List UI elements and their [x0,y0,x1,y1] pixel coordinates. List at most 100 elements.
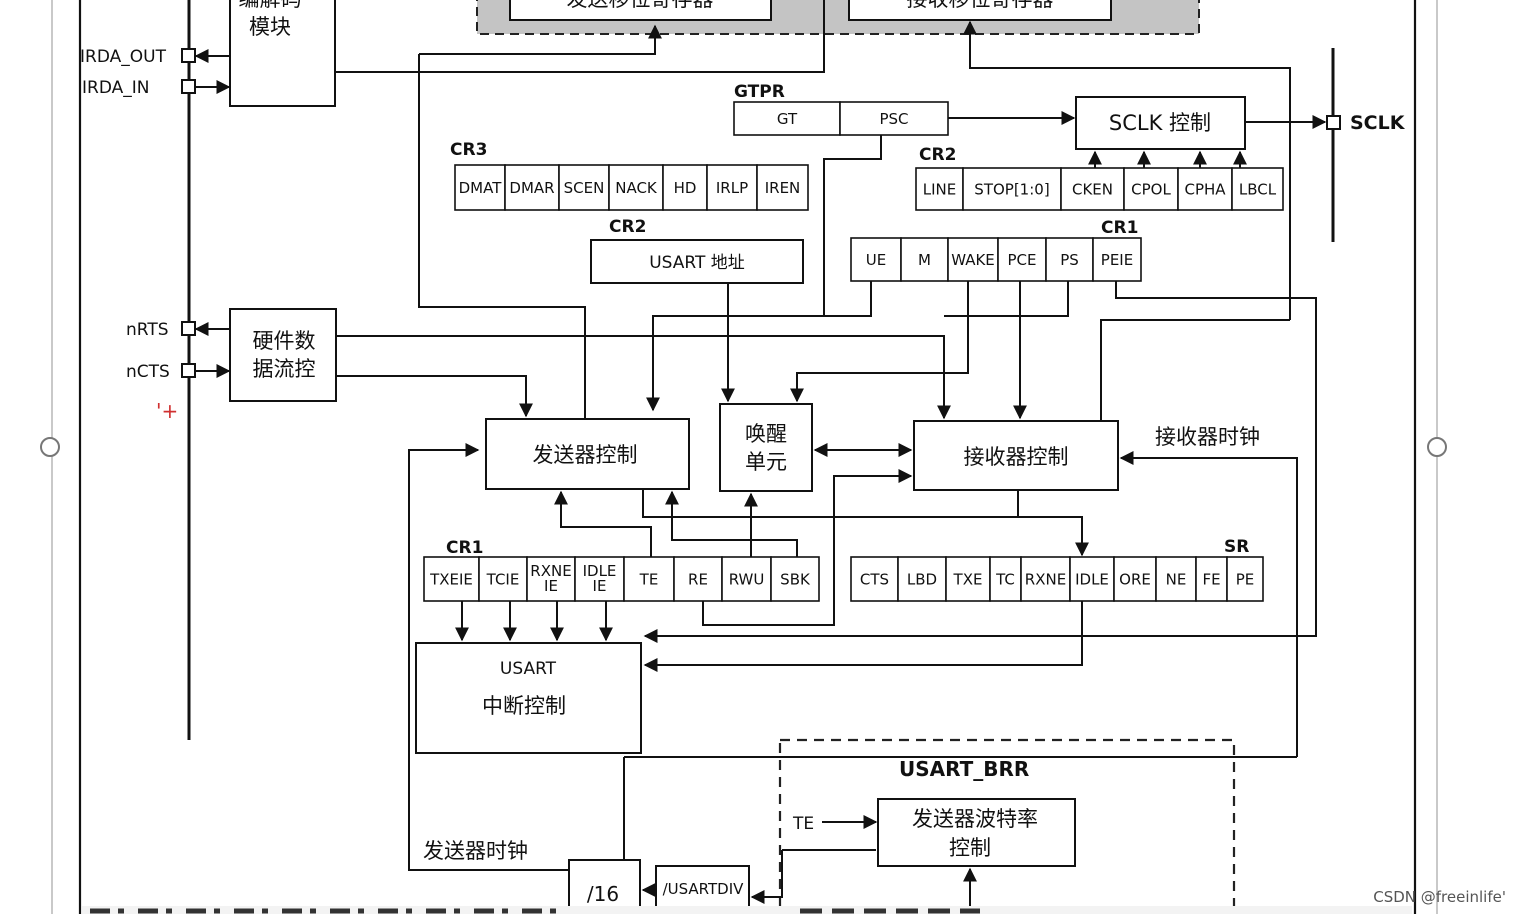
gtpr-cell [839,101,949,136]
cr3-bit-label: DMAT [459,179,503,197]
tx-baud-label-1: 发送器波特率 [912,807,1038,831]
cr1-bottom-cell [673,556,723,602]
tx-baud-control-box [877,798,1076,867]
wakeup-label-2: 单元 [745,450,787,474]
rx-shift-register-box [848,0,1112,21]
sr-cell [897,556,947,602]
cr1-bottom-cell [423,556,480,602]
cr1-bottom-cell [526,556,576,602]
cr1-top-label: CR1 [1101,218,1138,238]
wakeup-unit-box [719,403,813,492]
usartdiv-label: /USARTDIV [663,880,745,898]
cr2-bit-label: STOP[1:0] [974,180,1049,198]
left-resize-handle[interactable] [40,437,60,457]
cr3-bit-label: IREN [765,179,801,197]
codec-label-bottom: 模块 [249,15,291,39]
codec-label-top: 编解码 [239,0,302,11]
cr1-top-bit-label: PS [1060,251,1079,269]
sr-cell [1155,556,1197,602]
cr3-bit-label: DMAR [509,179,554,197]
cr2-address-label: CR2 [609,217,646,237]
cr2-cell [962,167,1062,211]
sr-label: SR [1224,537,1249,557]
usart-address-label: USART 地址 [649,253,745,273]
cr3-cell [608,164,664,211]
cr2-label: CR2 [919,145,956,165]
sr-bit-label: CTS [860,570,889,588]
sclk-label: SCLK [1350,112,1406,134]
cr3-bit-label: NACK [615,179,658,197]
sr-cell [1113,556,1157,602]
cr2-cell [1060,167,1125,211]
sr-bit-label: LBD [907,570,937,588]
interrupt-label: 中断控制 [482,694,566,718]
tx-baud-label-2: 控制 [949,836,991,860]
sclk-control-box [1075,96,1246,150]
page-frame [40,0,1447,914]
sr-bit-label: TXE [953,570,983,588]
tx-control-label: 发送器控制 [533,443,638,467]
red-plus-mark: '+ [156,399,178,423]
usart-address-box [590,239,804,284]
cr2-cell [1231,167,1284,211]
cr1-bottom-bit-label: SBK [780,570,811,588]
cr2-cell [1123,167,1179,211]
cr2-bit-label: CPOL [1131,180,1171,198]
bottom-cutoff-strip [82,906,1412,914]
te-input-label: TE [792,814,814,834]
shift-register-region: 发送移位寄存器 接收移位寄存器 [476,0,1200,35]
cr1-bottom-bit-label: RE [688,570,708,588]
right-resize-handle[interactable] [1427,437,1447,457]
cr1-bottom-cell [574,556,625,602]
cr3-cell [504,164,560,211]
nrts-label: nRTS [126,320,169,340]
cr1-top-bit-label: UE [866,251,886,269]
irda-in-label: IRDA_IN [82,78,149,98]
irda-out-label: IRDA_OUT [80,47,167,67]
sr-cell [1226,556,1264,602]
cr2-bit-label: CKEN [1072,180,1113,198]
ncts-label: nCTS [126,362,170,382]
cr3-cell [706,164,758,211]
rx-clock-label: 接收器时钟 [1155,425,1260,449]
sr-cell [945,556,991,602]
sr-cell [1020,556,1071,602]
sr-bit-label: IDLE [1075,570,1109,588]
rx-control-label: 接收器控制 [964,445,1069,469]
ncts-pin [181,363,196,378]
cr1-bottom-bit-label: TXEIE [429,570,473,588]
cr1-bottom-cell [770,556,820,602]
cr1-bottom-bit-label: TE [639,570,659,588]
sr-cell [1195,556,1228,602]
cr3-bit-label: HD [674,179,697,197]
sr-bit-label: ORE [1119,570,1151,588]
gtpr-bit-label: PSC [879,110,908,128]
tx-shift-register-label: 发送移位寄存器 [567,0,714,11]
cr3-cell [756,164,809,211]
wakeup-label-1: 唤醒 [745,422,787,446]
cr3-bit-label: IRLP [716,179,748,197]
sr-bit-label: NE [1166,570,1187,588]
cr1-top-bit-label: M [918,251,931,269]
cr2-bit-label: CPHA [1184,180,1226,198]
cr2-cell [1177,167,1233,211]
sr-bit-label: FE [1202,570,1220,588]
cr3-bit-label: SCEN [564,179,605,197]
cr1-top-bit-label: PEIE [1101,251,1133,269]
gtpr-label: GTPR [734,82,785,102]
cr1-bottom-label: CR1 [446,538,483,558]
tx-clock-label: 发送器时钟 [423,839,528,863]
cr2-bit-label: LBCL [1239,180,1277,198]
cr1-top-cell [1045,237,1094,282]
cr1-top-bit-label: PCE [1008,251,1037,269]
usart-brr-label: USART_BRR [899,757,1029,781]
cr1-bottom-bit-label: RWU [729,570,765,588]
cr3-label: CR3 [450,140,487,160]
